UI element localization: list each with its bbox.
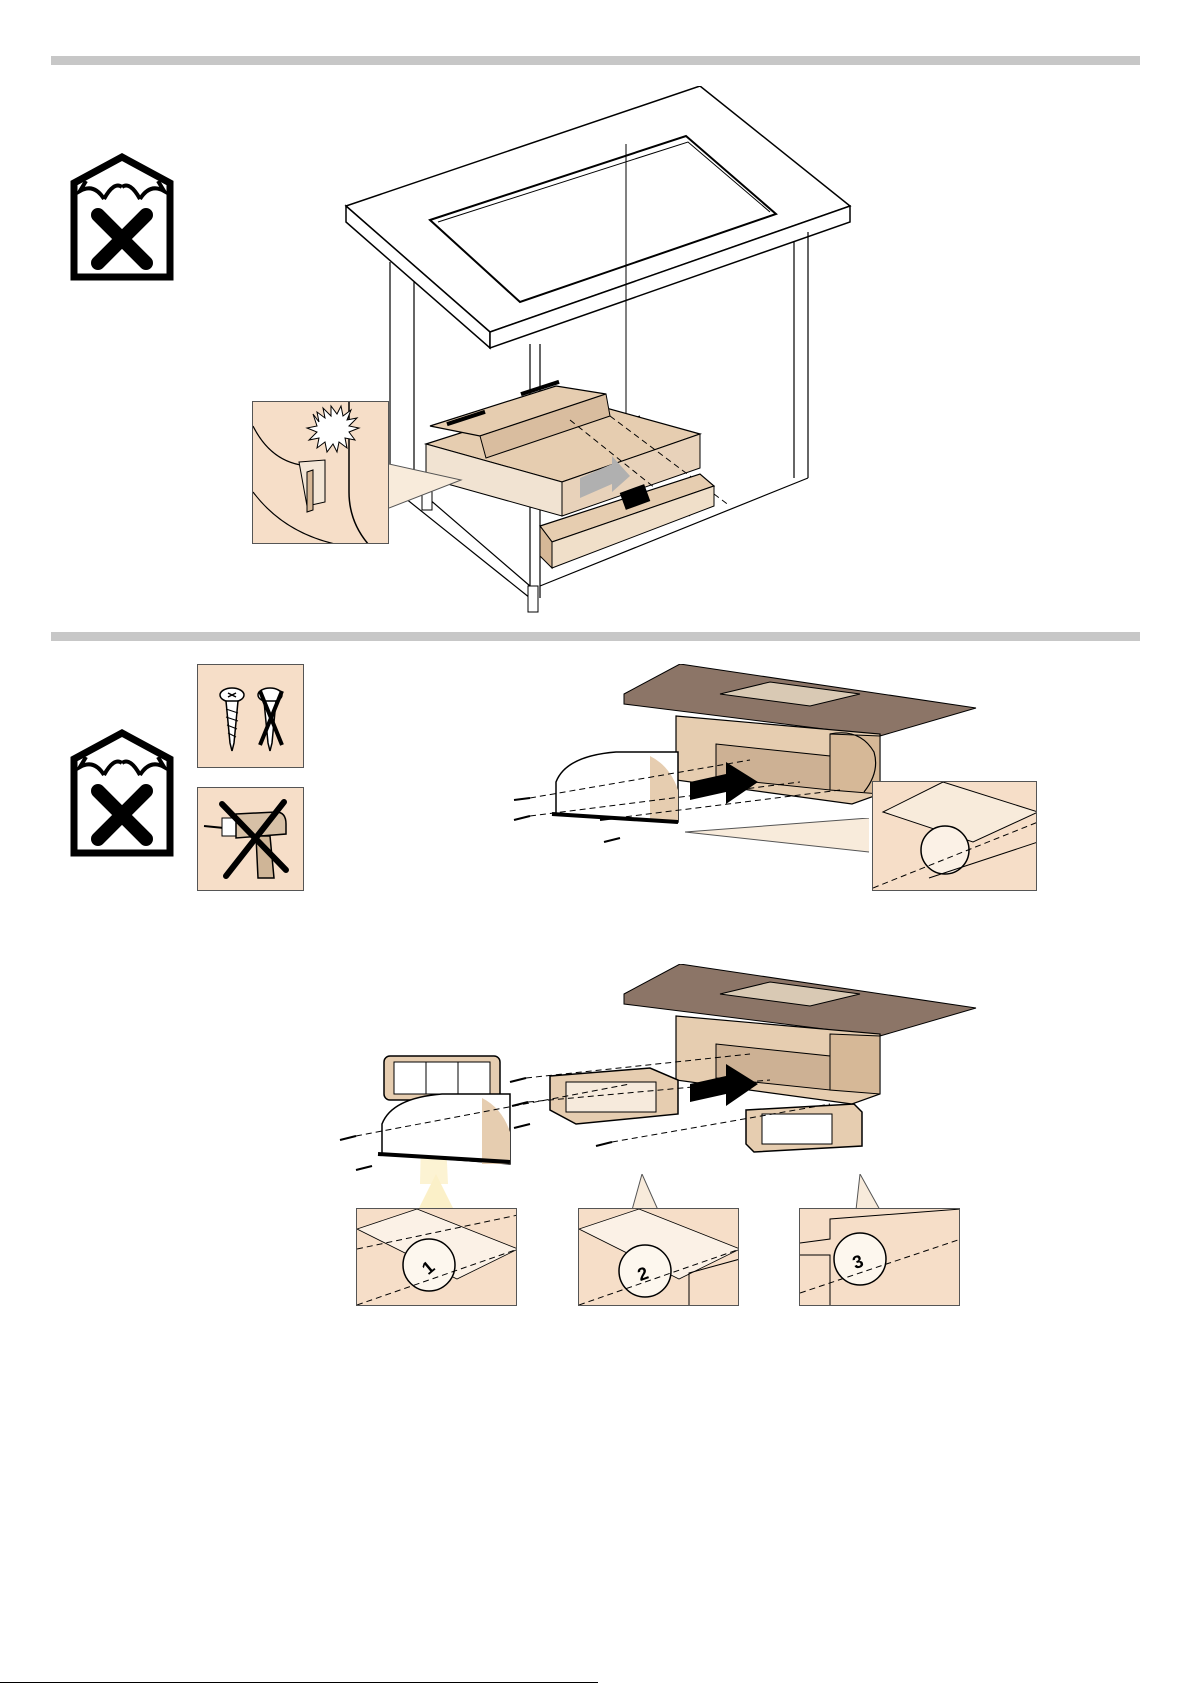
two-person-install-icon	[70, 153, 174, 281]
drill-crossed-icon	[197, 787, 304, 891]
clip-detail-callout	[252, 401, 389, 544]
marking-callout-3: 3	[799, 1208, 960, 1306]
screw-guidance-panel	[197, 664, 304, 768]
marking-zero-callout	[872, 781, 1037, 891]
screw-icon	[220, 688, 244, 751]
callout-leader-3a	[416, 1174, 456, 1210]
callout-leader-2	[685, 818, 875, 858]
footer-rule	[0, 1682, 598, 1683]
two-person-install-icon-2	[70, 729, 174, 857]
section-divider-top	[51, 56, 1140, 65]
marking-callout-2: 2	[578, 1208, 739, 1306]
marking-callout-1: 1	[356, 1208, 517, 1306]
callout-leader-3c	[850, 1174, 890, 1210]
screw-crossed-icon	[258, 688, 282, 751]
callout-leader	[389, 464, 469, 514]
section-divider-middle	[51, 632, 1140, 641]
multi-duct-illustration	[330, 964, 990, 1204]
callout-leader-3b	[628, 1174, 668, 1210]
cabinet-illustration	[330, 86, 870, 616]
